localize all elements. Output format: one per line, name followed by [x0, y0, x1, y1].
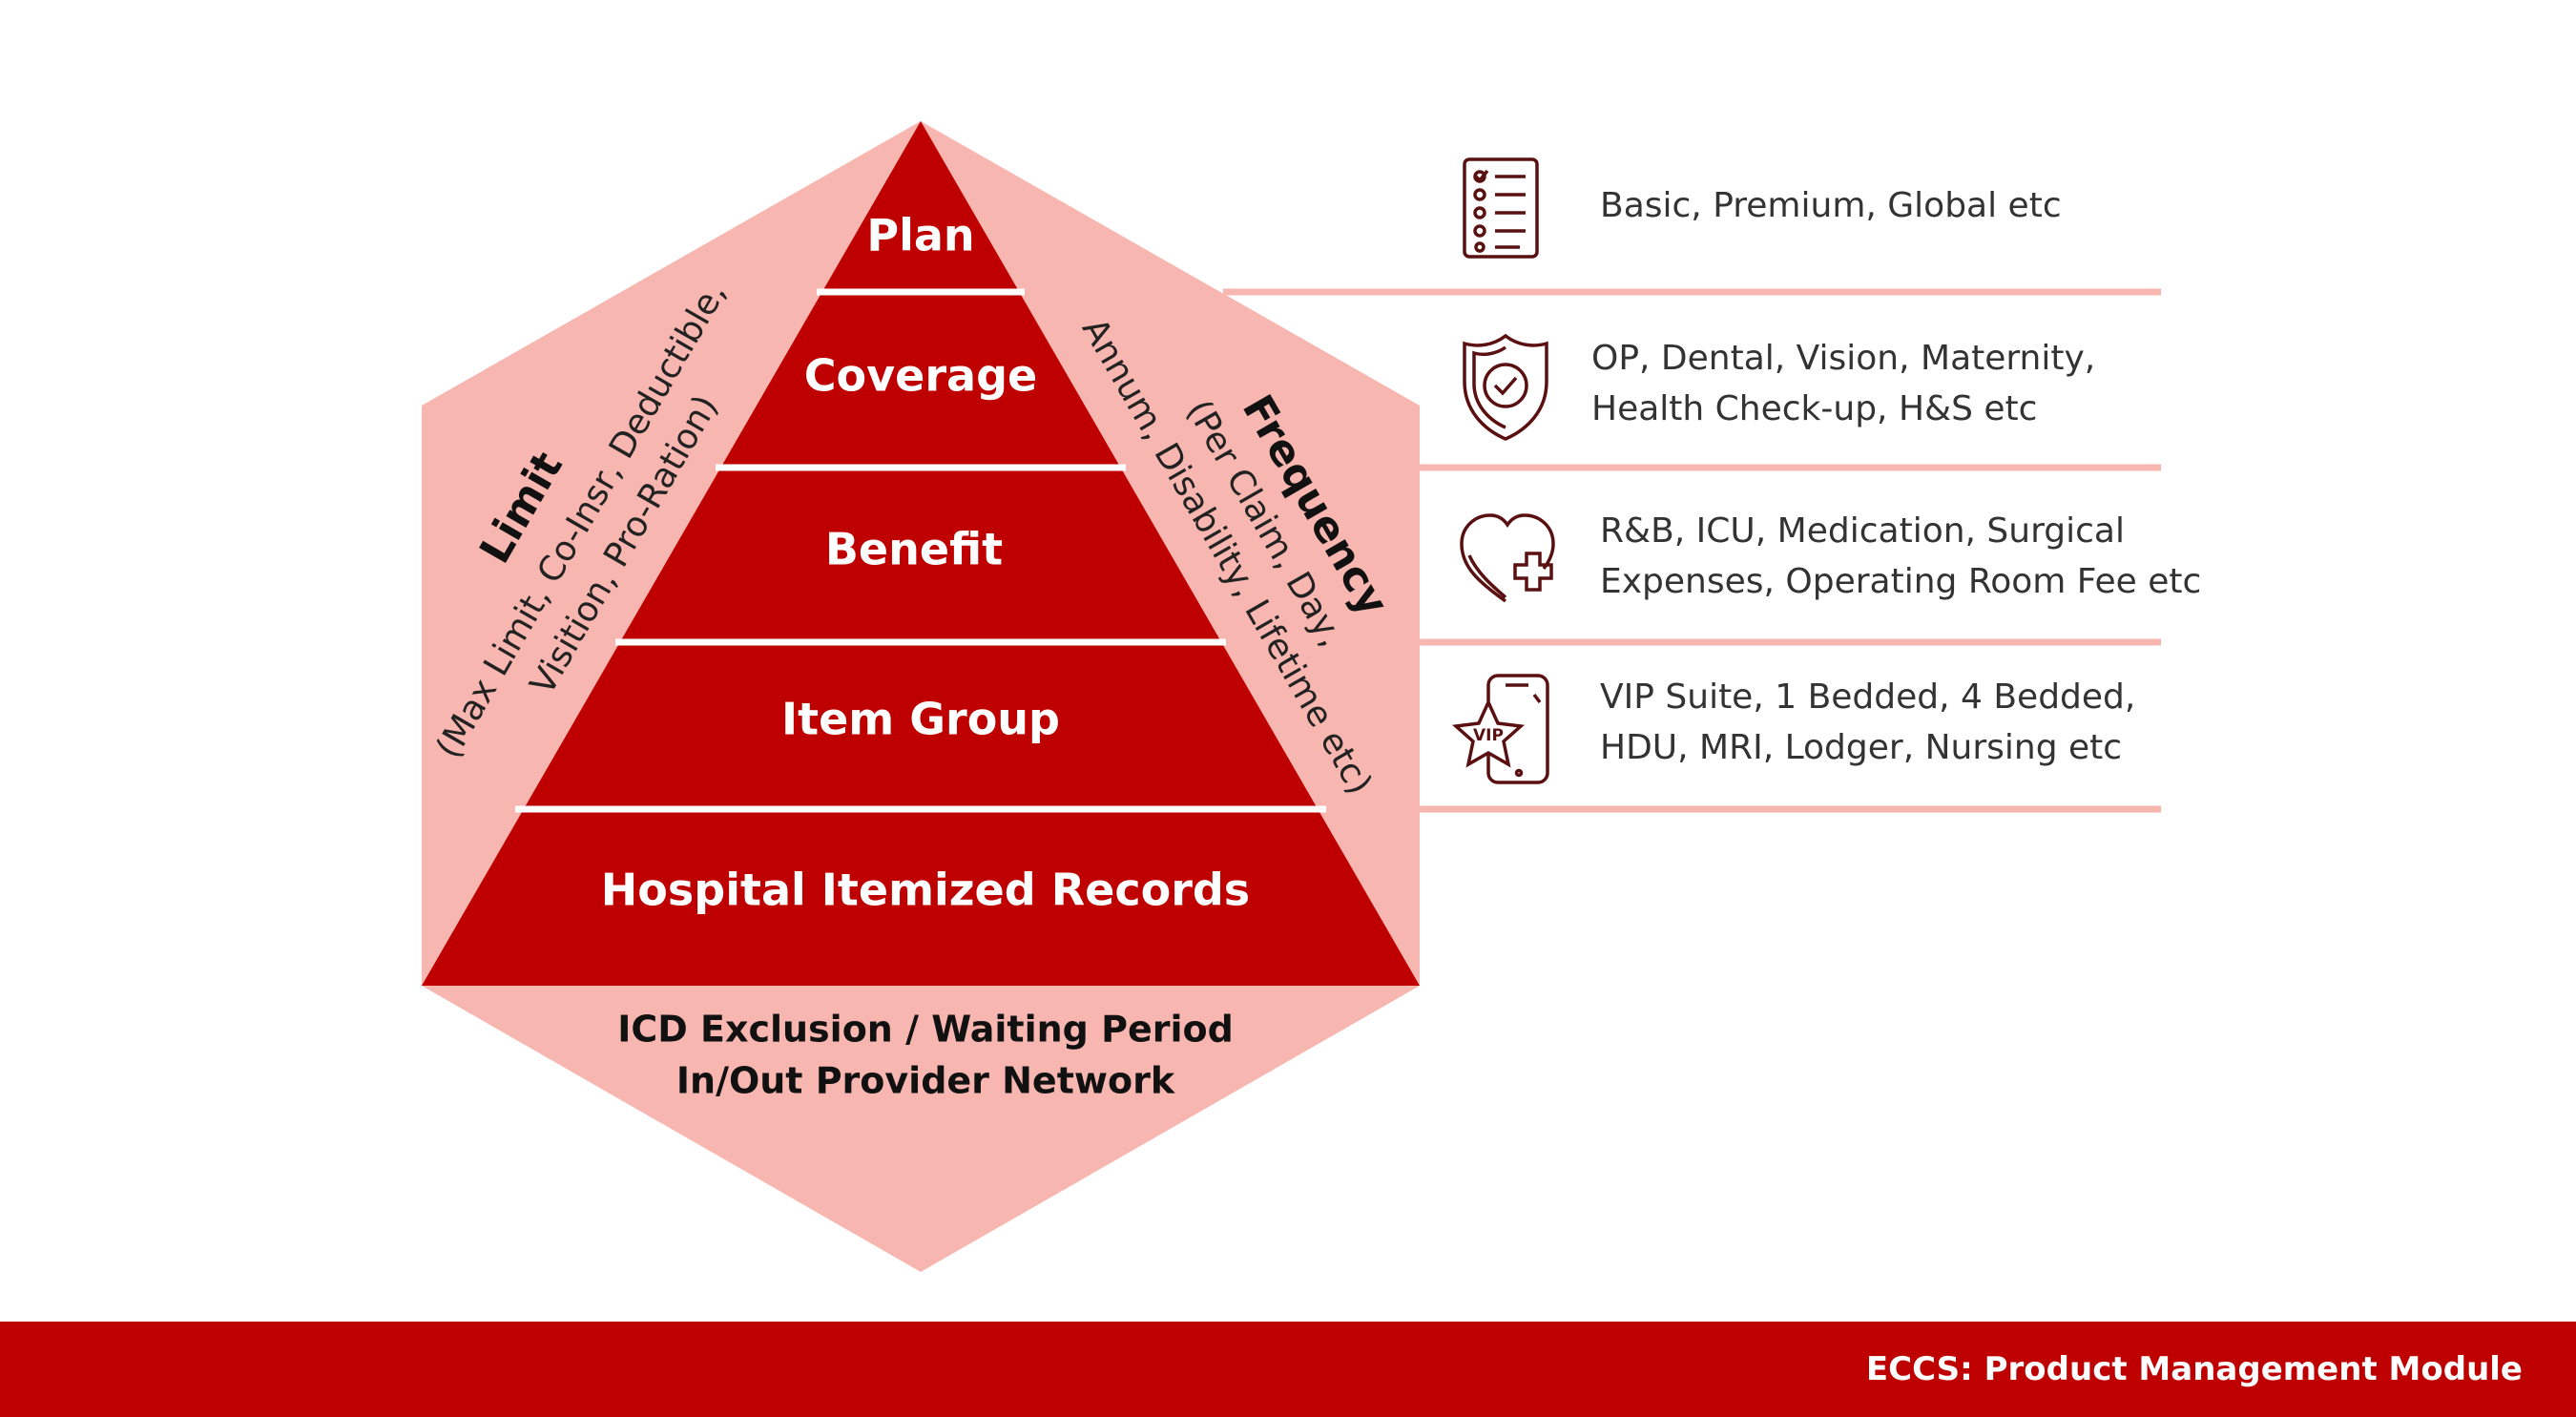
pyramid-diagram: Plan Coverage Benefit Item Group Hospita… [422, 121, 2201, 1272]
shield-check-icon [1463, 333, 1548, 441]
svg-text:VIP: VIP [1473, 726, 1504, 745]
tier-label-item-group: Item Group [781, 694, 1060, 745]
detail-coverage-line-1: OP, Dental, Vision, Maternity, [1591, 339, 2095, 378]
detail-item-group-line-1: VIP Suite, 1 Bedded, 4 Bedded, [1600, 677, 2135, 717]
detail-plan-line-1: Basic, Premium, Global etc [1600, 186, 2062, 225]
base-label-provider-network: In/Out Provider Network [676, 1060, 1175, 1102]
tier-label-benefit: Benefit [825, 524, 1003, 575]
footer-title: ECCS: Product Management Module [1865, 1350, 2523, 1388]
pyramid-triangle [422, 121, 1420, 986]
tier-label-plan: Plan [866, 210, 974, 261]
tier-label-hospital-itemized-records: Hospital Itemized Records [601, 865, 1250, 916]
checklist-icon [1463, 157, 1539, 259]
detail-benefit-line-2: Expenses, Operating Room Fee etc [1600, 562, 2201, 601]
detail-coverage-line-2: Health Check-up, H&S etc [1591, 389, 2037, 428]
base-label-exclusion: ICD Exclusion / Waiting Period [617, 1009, 1234, 1051]
detail-item-group-line-2: HDU, MRI, Lodger, Nursing etc [1600, 728, 2122, 767]
footer-bar: ECCS: Product Management Module [0, 1322, 2576, 1417]
tier-label-coverage: Coverage [804, 350, 1037, 402]
detail-benefit-line-1: R&B, ICU, Medication, Surgical [1600, 511, 2125, 551]
detail-dividers [1223, 288, 2161, 813]
tier-separators [515, 288, 1326, 813]
phone-vip-icon: VIP [1451, 674, 1549, 784]
heart-plus-icon [1460, 513, 1555, 603]
